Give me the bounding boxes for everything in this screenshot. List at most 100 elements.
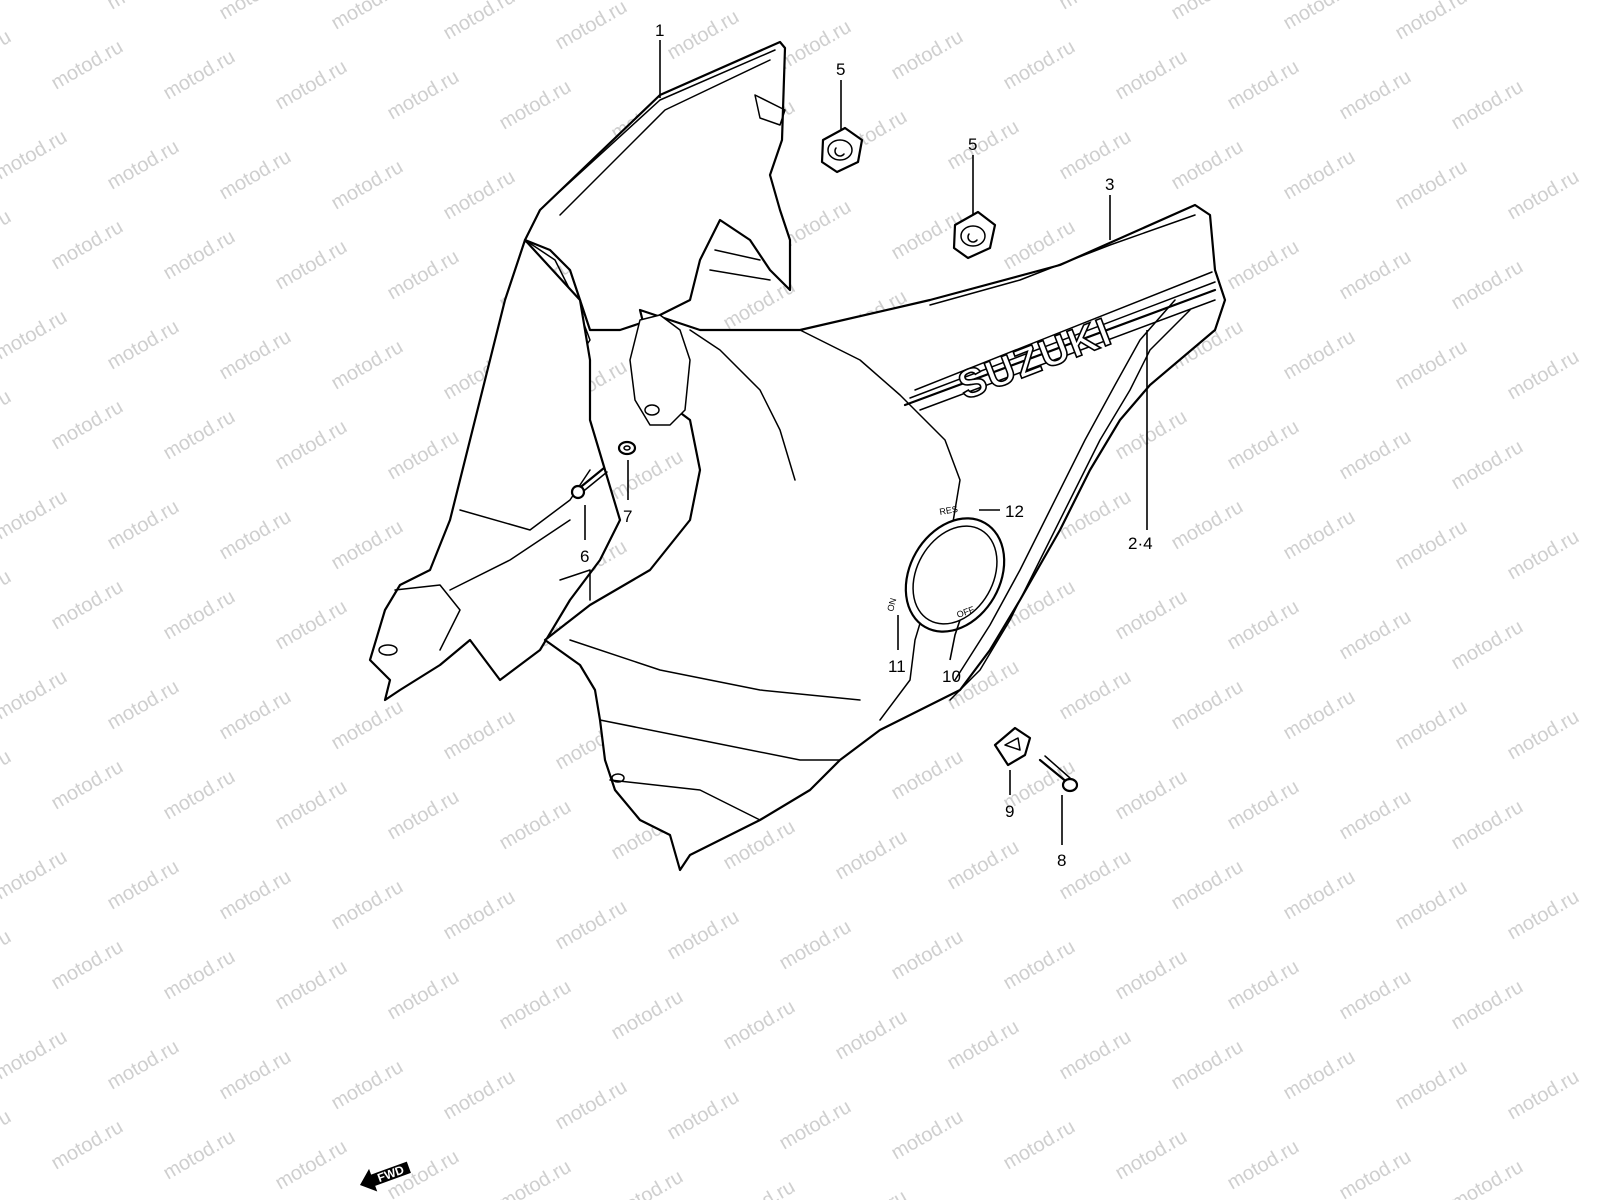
watermark-text: motod.ru: [1280, 146, 1359, 205]
watermark-text: motod.ru: [1056, 846, 1135, 905]
watermark-text: motod.ru: [1504, 166, 1583, 225]
watermark-text: motod.ru: [216, 866, 295, 925]
fwd-arrow-icon: [360, 1161, 411, 1192]
watermark-text: motod.ru: [440, 166, 519, 225]
callout-6: 6: [580, 547, 589, 566]
watermark-text: motod.ru: [160, 766, 239, 825]
watermark-text: motod.ru: [1336, 426, 1415, 485]
watermark-text: motod.ru: [1336, 606, 1415, 665]
watermark-text: motod.ru: [1168, 1036, 1247, 1095]
watermark-text: motod.ru: [216, 686, 295, 745]
watermark-text: motod.ru: [496, 1156, 575, 1200]
watermark-text: motod.ru: [832, 1186, 911, 1200]
watermark-text: motod.ru: [1224, 776, 1303, 835]
watermark-text: motod.ru: [0, 0, 71, 4]
watermark-text: motod.ru: [104, 0, 183, 14]
watermark-text: motod.ru: [272, 56, 351, 115]
watermark-text: motod.ru: [1336, 246, 1415, 305]
watermark-text: motod.ru: [0, 746, 15, 805]
watermark-text: motod.ru: [48, 756, 127, 815]
watermark-text: motod.ru: [160, 46, 239, 105]
watermark-text: motod.ru: [0, 206, 15, 265]
watermark-text: motod.ru: [1504, 886, 1583, 945]
watermark-text: motod.ru: [832, 1006, 911, 1065]
watermark-text: motod.ru: [608, 1166, 687, 1200]
on-mark: ON: [885, 597, 898, 613]
watermark-text: motod.ru: [272, 776, 351, 835]
watermark-text: motod.ru: [272, 416, 351, 475]
watermark-text: motod.ru: [104, 136, 183, 195]
watermark-text: motod.ru: [888, 1106, 967, 1165]
watermark-text: motod.ru: [328, 696, 407, 755]
callout-3: 3: [1105, 175, 1114, 194]
watermark-text: motod.ru: [1112, 46, 1191, 105]
watermark-text: motod.ru: [160, 1126, 239, 1185]
leader-lines: [584, 40, 1148, 845]
watermark-text: motod.ru: [720, 996, 799, 1055]
watermark-text: motod.ru: [1504, 1066, 1583, 1125]
watermark-text: motod.ru: [1504, 706, 1583, 765]
watermark-text: motod.ru: [1280, 1046, 1359, 1105]
watermark-text: motod.ru: [1336, 966, 1415, 1025]
watermark-text: motod.ru: [104, 496, 183, 555]
watermark-text: motod.ru: [1448, 76, 1527, 135]
watermark-text: motod.ru: [0, 566, 15, 625]
watermark-text: motod.ru: [1336, 786, 1415, 845]
watermark-text: motod.ru: [328, 876, 407, 935]
watermark-text: motod.ru: [384, 426, 463, 485]
watermark-text: motod.ru: [1112, 586, 1191, 645]
watermark-text: motod.ru: [1280, 866, 1359, 925]
watermark-text: motod.ru: [1000, 936, 1079, 995]
watermark-text: motod.ru: [1392, 1056, 1471, 1115]
watermark-text: motod.ru: [1224, 956, 1303, 1015]
watermark-text: motod.ru: [48, 936, 127, 995]
watermark-text: motod.ru: [888, 746, 967, 805]
watermark-text: motod.ru: [272, 236, 351, 295]
watermark-text: motod.ru: [272, 596, 351, 655]
watermark-text: motod.ru: [216, 146, 295, 205]
watermark-text: motod.ru: [1168, 136, 1247, 195]
watermark-text: motod.ru: [608, 446, 687, 505]
watermark-text: motod.ru: [1056, 666, 1135, 725]
watermark-text: motod.ru: [216, 326, 295, 385]
watermark-text: motod.ru: [664, 1086, 743, 1145]
watermark-text: motod.ru: [1280, 686, 1359, 745]
watermark-text: motod.ru: [1448, 436, 1527, 495]
watermark-text: motod.ru: [944, 836, 1023, 895]
watermark-text: motod.ru: [328, 516, 407, 575]
watermark-text: motod.ru: [1336, 1146, 1415, 1200]
watermark-text: motod.ru: [496, 976, 575, 1035]
watermark-text: motod.ru: [1112, 766, 1191, 825]
watermark-text: motod.ru: [776, 1096, 855, 1155]
watermark-text: motod.ru: [328, 156, 407, 215]
watermark-text: motod.ru: [1392, 876, 1471, 935]
watermark-text: motod.ru: [720, 1176, 799, 1200]
watermark-text: motod.ru: [888, 926, 967, 985]
watermark-text: motod.ru: [552, 1076, 631, 1135]
watermark-text: motod.ru: [664, 906, 743, 965]
callout-1: 1: [655, 21, 664, 40]
watermark-text: motod.ru: [944, 1016, 1023, 1075]
watermark-text: motod.ru: [48, 216, 127, 275]
watermark-text: motod.ru: [440, 1066, 519, 1125]
watermark-text: motod.ru: [1056, 1026, 1135, 1085]
watermark-text: motod.ru: [0, 306, 71, 365]
fuel-cock-plate: RES ON OFF: [885, 504, 1006, 633]
watermark-text: motod.ru: [216, 1046, 295, 1105]
grommet-5b: [952, 210, 997, 260]
side-cover-main: [543, 203, 1227, 872]
watermark-text: motod.ru: [104, 1036, 183, 1095]
watermark-text: motod.ru: [1000, 1116, 1079, 1175]
watermark-text: motod.ru: [48, 36, 127, 95]
watermark-text: motod.ru: [1448, 256, 1527, 315]
watermark-text: motod.ru: [0, 1026, 71, 1085]
watermark-text: motod.ru: [48, 1116, 127, 1175]
callout-11: 11: [888, 657, 906, 676]
watermark-text: motod.ru: [1112, 946, 1191, 1005]
watermark-text: motod.ru: [1392, 336, 1471, 395]
watermark-text: motod.ru: [384, 246, 463, 305]
watermark-text: motod.ru: [552, 0, 631, 54]
watermark-text: motod.ru: [272, 956, 351, 1015]
watermark-text: motod.ru: [1224, 236, 1303, 295]
watermark-text: motod.ru: [1504, 526, 1583, 585]
